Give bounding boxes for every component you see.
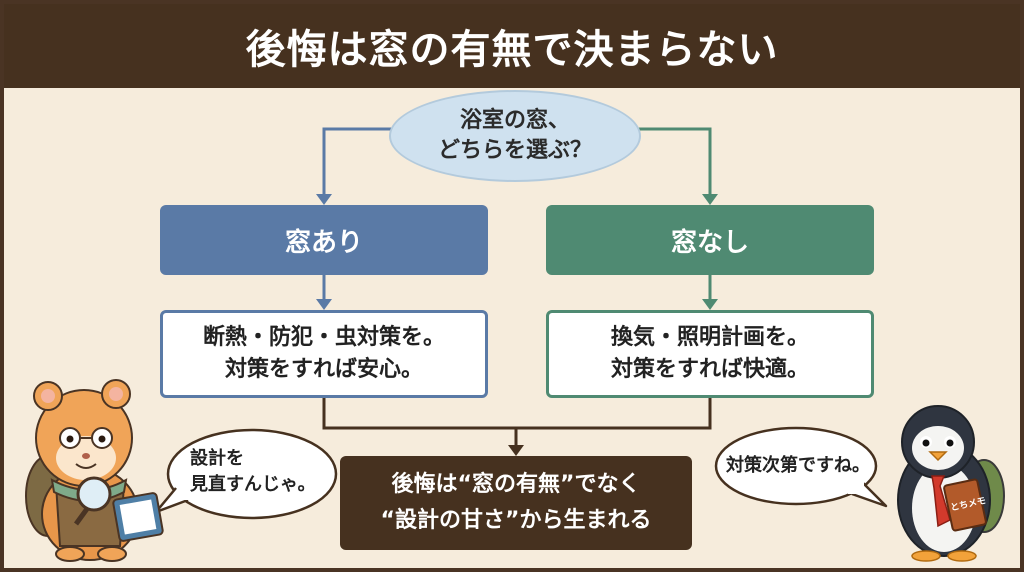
hamster-speech-bubble: 設計を 見直すんじゃ。	[154, 426, 340, 526]
arrowhead-left-desc	[316, 299, 332, 310]
penguin-bubble-text: 対策次第ですね。	[726, 455, 870, 476]
with-window-line-2: 対策をすれば安心。	[224, 357, 423, 382]
page-title: 後悔は窓の有無で決まらない	[245, 27, 779, 73]
conclusion-line-2: “設計の甘さ”から生まれる	[380, 508, 652, 533]
magnifying-glass-icon	[76, 476, 112, 512]
with-window-heading: 窓あり	[160, 205, 488, 275]
question-bubble: 浴室の窓、 どちらを選ぶ？	[389, 90, 641, 182]
conclusion-line-1: 後悔は“窓の有無”でなく	[391, 472, 641, 497]
arrowhead-left-heading	[316, 194, 332, 205]
without-window-line-1: 換気・照明計画を。	[610, 325, 809, 350]
hamster-bubble-line-2: 見直すんじゃ。	[190, 474, 316, 495]
flow-connectors	[316, 127, 718, 456]
connector-merge	[322, 398, 712, 430]
with-window-line-1: 断熱・防犯・虫対策を。	[202, 325, 445, 350]
without-window-line-2: 対策をすれば快適。	[610, 357, 809, 382]
penguin-bubble-shape	[714, 426, 888, 508]
connector-question-left	[322, 127, 394, 197]
without-window-heading-label: 窓なし	[670, 227, 749, 258]
header-bar: 後悔は窓の有無で決まらない	[4, 4, 1020, 88]
arrowhead-conclusion	[508, 445, 524, 456]
question-line-2: どちらを選ぶ？	[437, 138, 592, 163]
with-window-heading-label: 窓あり	[284, 227, 363, 258]
connector-question-right	[638, 127, 712, 197]
without-window-heading: 窓なし	[546, 205, 874, 275]
penguin-speech-bubble: 対策次第ですね。	[712, 424, 888, 514]
conclusion-box: 後悔は“窓の有無”でなく “設計の甘さ”から生まれる	[340, 456, 692, 550]
penguin-illustration	[897, 405, 1005, 562]
arrowhead-right-desc	[702, 299, 718, 310]
question-line-1: 浴室の窓、	[459, 108, 570, 133]
without-window-description: 換気・照明計画を。 対策をすれば快適。	[546, 310, 874, 398]
hamster-detective-illustration	[25, 379, 164, 562]
with-window-description: 断熱・防犯・虫対策を。 対策をすれば安心。	[160, 310, 488, 398]
arrowhead-right-heading	[702, 194, 718, 205]
hamster-bubble-line-1: 設計を	[190, 448, 244, 469]
